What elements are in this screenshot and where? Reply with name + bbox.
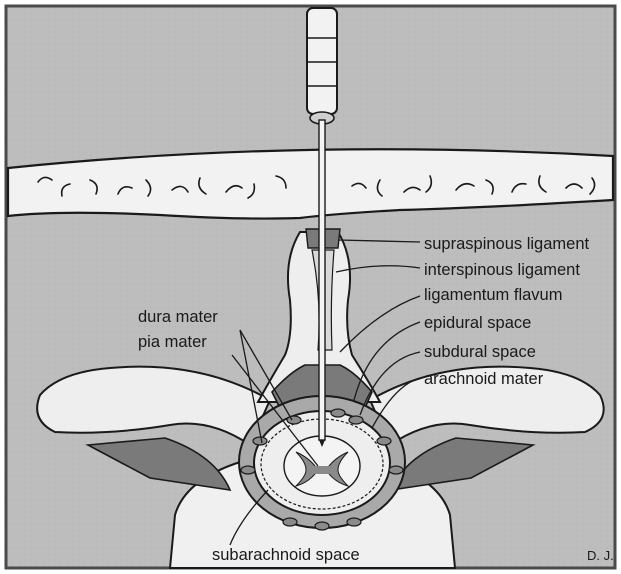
label-supraspinous-ligament: supraspinous ligament <box>424 235 590 253</box>
label-ligamentum-flavum: ligamentum flavum <box>424 286 562 304</box>
label-pia-mater: pia mater <box>138 333 207 351</box>
label-subarachnoid-space: subarachnoid space <box>212 546 360 564</box>
label-interspinous-ligament: interspinous ligament <box>424 261 580 279</box>
label-dura-mater: dura mater <box>138 308 218 326</box>
label-subdural-space: subdural space <box>424 343 536 361</box>
label-epidural-space: epidural space <box>424 314 531 332</box>
label-arachnoid-mater: arachnoid mater <box>424 370 544 388</box>
artist-credit: D. J. <box>587 548 614 563</box>
gray-commissure <box>314 466 330 474</box>
